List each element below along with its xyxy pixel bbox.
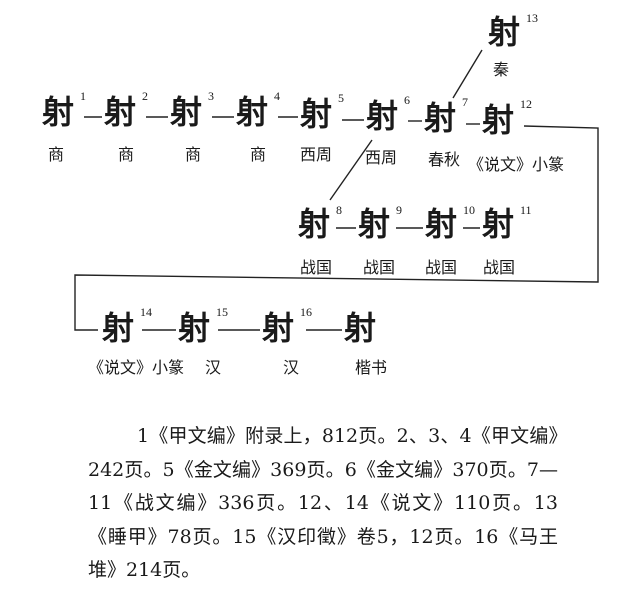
period-label: 汉 [205, 358, 222, 377]
ancient-glyph: 射 [178, 309, 211, 347]
period-label: 西周 [300, 145, 333, 164]
period-label: 战国 [300, 258, 333, 277]
glyph-number: 15 [216, 305, 228, 319]
period-label: 商 [48, 145, 65, 164]
ancient-glyph: 射 [344, 309, 377, 347]
source-notes: 1《甲文编》附录上，812页。2、3、4《甲文编》242页。5《金文编》369页… [88, 425, 558, 581]
ancient-glyph: 射 [482, 101, 515, 139]
period-label: 商 [118, 145, 135, 164]
period-label: 商 [185, 145, 202, 164]
glyph-number: 16 [300, 305, 312, 319]
period-label: 商 [250, 145, 267, 164]
glyph-number: 6 [404, 93, 410, 107]
glyph-number: 8 [336, 203, 342, 217]
period-label: 汉 [283, 358, 300, 377]
ancient-glyph: 射 [366, 97, 399, 135]
glyph-number: 12 [520, 97, 532, 111]
glyph-number: 14 [140, 305, 152, 319]
period-label: 楷书 [355, 358, 388, 377]
glyph-number: 1 [80, 89, 86, 103]
ancient-glyph: 射 [102, 309, 135, 347]
ancient-glyph: 射 [170, 93, 203, 131]
ancient-glyph: 射 [262, 309, 295, 347]
period-label: 《说文》小篆 [468, 155, 565, 174]
ancient-glyph: 射 [482, 205, 515, 243]
glyph-number: 9 [396, 203, 402, 217]
period-label: 春秋 [428, 150, 461, 169]
ancient-glyph: 射 [488, 13, 521, 51]
ancient-glyph: 射 [358, 205, 391, 243]
ancient-glyph: 射 [424, 99, 457, 137]
ancient-glyph: 射 [300, 95, 333, 133]
ancient-glyph: 射 [42, 93, 75, 131]
glyph-number: 2 [142, 89, 148, 103]
glyph-number: 10 [463, 203, 475, 217]
glyph-number: 7 [462, 95, 468, 109]
glyph-number: 4 [274, 89, 280, 103]
ancient-glyph: 射 [236, 93, 269, 131]
ancient-glyph: 射 [425, 205, 458, 243]
ancient-glyph: 射 [104, 93, 137, 131]
ancient-glyph: 射 [298, 205, 331, 243]
glyph-number: 5 [338, 91, 344, 105]
period-label: 战国 [483, 258, 516, 277]
glyph-number: 11 [520, 203, 532, 217]
period-label: 西周 [365, 148, 398, 167]
period-label: 战国 [363, 258, 396, 277]
period-label: 秦 [493, 60, 510, 79]
period-label: 战国 [425, 258, 458, 277]
period-label: 《说文》小篆 [88, 358, 185, 377]
glyph-number: 3 [208, 89, 214, 103]
glyph-number: 13 [526, 11, 538, 25]
